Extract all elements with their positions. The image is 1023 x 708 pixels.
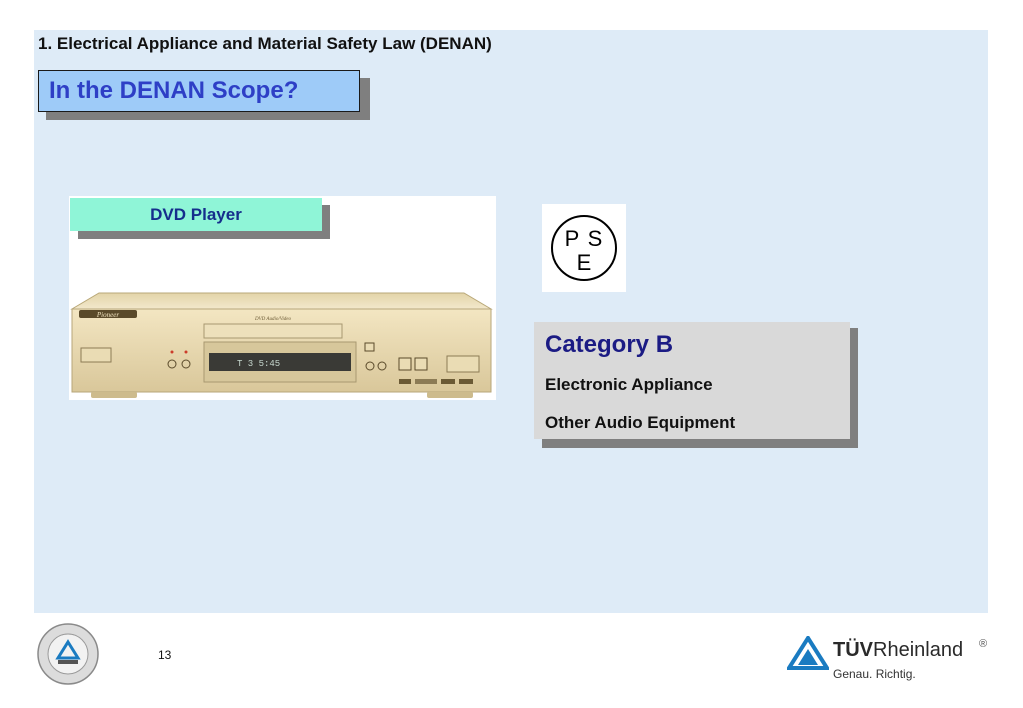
tuv-triangle-icon	[787, 636, 829, 670]
category-title: Category B	[545, 331, 674, 358]
category-box: Category B Electronic Appliance Other Au…	[534, 322, 850, 439]
dvd-player-label: DVD Player	[70, 198, 322, 231]
brand-registered-mark: ®	[979, 638, 988, 650]
scope-label-box: In the DENAN Scope?	[38, 70, 360, 112]
tuv-seal-icon	[37, 623, 99, 685]
brand-tagline: Genau. Richtig.	[833, 667, 916, 681]
slide-heading: 1. Electrical Appliance and Material Saf…	[38, 34, 492, 53]
pioneer-logo: Pioneer	[79, 310, 137, 319]
svg-text:E: E	[577, 250, 592, 275]
svg-text:Pioneer: Pioneer	[96, 311, 119, 319]
page-number: 13	[158, 648, 172, 662]
dvd-player-illustration: Pioneer DVD Audio/Video T 3 5:45	[70, 292, 493, 398]
tuv-seal	[36, 622, 100, 686]
svg-text:DVD Audio/Video: DVD Audio/Video	[254, 317, 292, 322]
tuv-brand: TÜVRheinland ® Genau. Richtig.	[785, 630, 1000, 685]
svg-text:P: P	[565, 226, 580, 251]
category-line-appliance: Electronic Appliance	[545, 375, 713, 394]
svg-text:S: S	[588, 226, 603, 251]
brand-wordmark: TÜVRheinland	[833, 639, 963, 662]
scope-label-text: In the DENAN Scope?	[49, 77, 299, 104]
pse-mark: P S E	[542, 204, 626, 292]
brand-rest: Rheinland	[873, 639, 964, 661]
category-line-equipment: Other Audio Equipment	[545, 413, 736, 432]
brand-bold: TÜV	[833, 639, 873, 661]
svg-text:T 3 5:45: T 3 5:45	[237, 359, 280, 369]
pse-mark-icon: P S E	[551, 215, 617, 281]
